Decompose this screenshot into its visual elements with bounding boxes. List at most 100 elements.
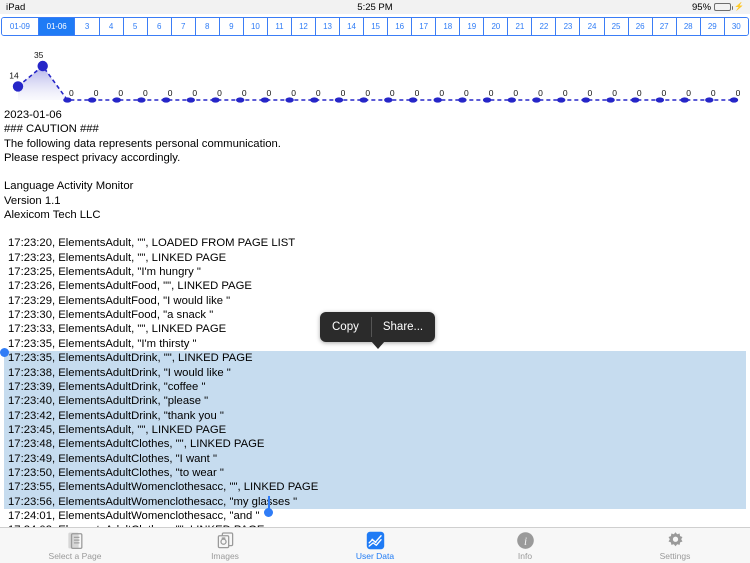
chart-point-5	[137, 97, 146, 103]
chart-point-label-7: 0	[192, 88, 197, 98]
chart-point-label-24: 0	[612, 88, 617, 98]
segment-30[interactable]: 30	[724, 18, 748, 35]
segment-28[interactable]: 28	[676, 18, 701, 35]
chart-point-label-26: 0	[662, 88, 667, 98]
copy-menu-item[interactable]: Copy	[332, 320, 359, 333]
status-bar-battery: 95% ⚡	[692, 2, 744, 13]
segment-15[interactable]: 15	[364, 18, 389, 35]
segment-26[interactable]: 26	[628, 18, 653, 35]
chart-point-21	[532, 97, 541, 103]
log-entry[interactable]: 17:23:40, ElementsAdultDrink, "please "	[4, 394, 746, 409]
tab-select-a-page[interactable]: Select a Page	[0, 528, 150, 563]
log-entry[interactable]: 17:23:48, ElementsAdultClothes, "", LINK…	[4, 437, 746, 452]
tab-settings[interactable]: Settings	[600, 528, 750, 563]
tab-label: User Data	[355, 550, 395, 561]
log-entry[interactable]: 17:23:35, ElementsAdultDrink, "", LINKED…	[4, 351, 746, 366]
chart-point-label-11: 0	[291, 88, 296, 98]
segment-16[interactable]: 16	[388, 18, 413, 35]
log-entry[interactable]: 17:23:33, ElementsAdult, "", LINKED PAGE	[8, 323, 227, 336]
chart-point-18	[458, 97, 467, 103]
log-entry[interactable]: 17:23:35, ElementsAdult, "I'm thirsty "	[8, 337, 197, 350]
chart-point-16	[408, 97, 418, 103]
log-entry[interactable]: 17:23:25, ElementsAdult, "I'm hungry "	[8, 266, 201, 279]
segment-14[interactable]: 14	[339, 18, 365, 35]
segment-12[interactable]: 12	[291, 18, 316, 35]
gear-icon	[666, 531, 685, 550]
share-menu-item[interactable]: Share...	[370, 312, 435, 342]
segment-01-09[interactable]: 01-09	[2, 18, 39, 35]
segment-25[interactable]: 25	[604, 18, 629, 35]
popup-arrow-icon	[370, 341, 385, 350]
segment-22[interactable]: 22	[532, 18, 557, 35]
segment-11[interactable]: 11	[267, 18, 292, 35]
chart-point-label-22: 0	[563, 88, 568, 98]
segment-7[interactable]: 7	[171, 18, 196, 35]
chart-point-label-9: 0	[242, 88, 247, 98]
segment-3[interactable]: 3	[75, 18, 100, 35]
info-circle-icon: i	[516, 531, 535, 550]
log-entry[interactable]: 17:23:42, ElementsAdultDrink, "thank you…	[4, 408, 746, 423]
log-entry[interactable]: 17:23:39, ElementsAdultDrink, "coffee "	[4, 379, 746, 395]
segment-20[interactable]: 20	[484, 18, 509, 35]
segment-10[interactable]: 10	[243, 18, 268, 35]
log-entry[interactable]: 17:23:30, ElementsAdultFood, "a snack "	[8, 309, 214, 322]
bottom-tab-bar[interactable]: Select a Page Images User Data i Info Se…	[0, 527, 750, 563]
about-line-1: Version 1.1	[4, 194, 61, 207]
chart-point-label-19: 0	[489, 88, 494, 98]
log-entry[interactable]: 17:24:01, ElementsAdultWomenclothesacc, …	[8, 509, 260, 522]
chart-point-label-18: 0	[464, 88, 469, 98]
chart-point-11	[285, 97, 294, 103]
segment-9[interactable]: 9	[219, 18, 244, 35]
tab-info[interactable]: i Info	[450, 528, 600, 563]
log-entry[interactable]: 17:23:50, ElementsAdultClothes, "to wear…	[4, 465, 746, 481]
segment-21[interactable]: 21	[508, 18, 533, 35]
text-edit-popup-menu[interactable]: Copy Share...	[320, 312, 436, 350]
segment-5[interactable]: 5	[123, 18, 148, 35]
photos-icon	[216, 531, 235, 550]
log-entry[interactable]: 17:23:55, ElementsAdultWomenclothesacc, …	[4, 480, 746, 495]
about-line-2: Alexicom Tech LLC	[4, 209, 101, 222]
battery-percent-label: 95%	[692, 1, 712, 13]
page-list-icon	[66, 531, 85, 550]
status-bar-clock: 5:25 PM	[357, 1, 393, 13]
tab-label: Select a Page	[48, 550, 102, 561]
segment-13[interactable]: 13	[315, 18, 340, 35]
segment-27[interactable]: 27	[652, 18, 677, 35]
log-entry[interactable]: 17:23:23, ElementsAdult, "", LINKED PAGE	[8, 251, 227, 264]
chart-point-2	[63, 97, 72, 103]
activity-log-list[interactable]: 17:23:20, ElementsAdult, "", LOADED FROM…	[4, 236, 746, 563]
chart-point-6	[161, 97, 171, 103]
log-entry[interactable]: 17:23:49, ElementsAdultClothes, "I want …	[4, 451, 746, 466]
selection-end-handle[interactable]	[264, 507, 274, 517]
chart-point-20	[507, 97, 516, 103]
segment-6[interactable]: 6	[147, 18, 172, 35]
chart-point-label-27: 0	[686, 88, 691, 98]
tab-images[interactable]: Images	[150, 528, 300, 563]
log-entry[interactable]: 17:23:26, ElementsAdultFood, "", LINKED …	[8, 280, 252, 293]
tab-label: Images	[211, 550, 239, 561]
log-entry[interactable]: 17:23:45, ElementsAdult, "", LINKED PAGE	[4, 422, 746, 438]
segment-4[interactable]: 4	[99, 18, 124, 35]
segment-19[interactable]: 19	[460, 18, 485, 35]
selection-start-handle[interactable]	[0, 348, 9, 358]
segment-29[interactable]: 29	[700, 18, 725, 35]
caution-line-2: The following data represents personal c…	[4, 137, 281, 150]
segment-17[interactable]: 17	[412, 18, 437, 35]
segment-18[interactable]: 18	[436, 18, 461, 35]
chart-point-27	[680, 97, 689, 103]
user-data-text-view[interactable]: 2023-01-06### CAUTION ###The following d…	[0, 108, 750, 563]
caution-line-1: ### CAUTION ###	[4, 123, 99, 136]
segment-8[interactable]: 8	[195, 18, 220, 35]
log-entry[interactable]: 17:23:38, ElementsAdultDrink, "I would l…	[4, 365, 746, 380]
segment-01-06[interactable]: 01-06	[38, 18, 76, 35]
log-entry[interactable]: 17:23:20, ElementsAdult, "", LOADED FROM…	[8, 237, 296, 250]
segment-23[interactable]: 23	[556, 18, 581, 35]
status-bar-device-name: iPad	[6, 1, 26, 13]
chart-point-14	[359, 97, 368, 103]
tab-user-data[interactable]: User Data	[300, 528, 450, 563]
log-entry[interactable]: 17:23:29, ElementsAdultFood, "I would li…	[8, 294, 231, 307]
log-entry[interactable]: 17:23:56, ElementsAdultWomenclothesacc, …	[4, 494, 746, 509]
chart-point-23	[581, 97, 591, 103]
segment-24[interactable]: 24	[580, 18, 605, 35]
